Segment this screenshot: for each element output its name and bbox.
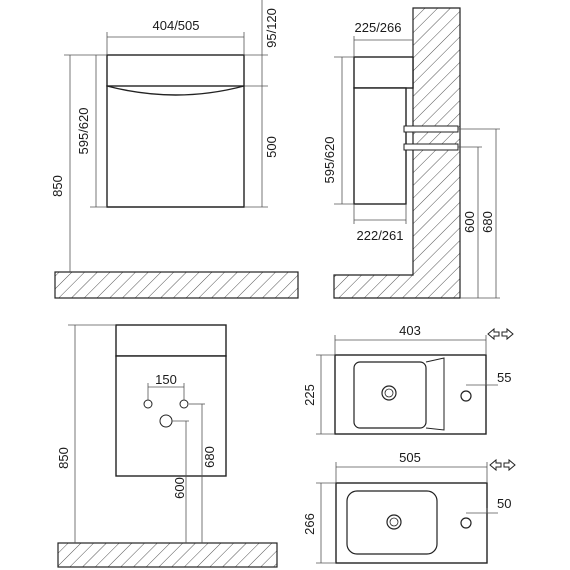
vanity-body-side: [353, 87, 407, 205]
floor-rear: [57, 542, 278, 568]
basin-small-depth-label: 225: [302, 384, 317, 406]
vanity-body-rear: [115, 355, 227, 477]
front-total-height-label: 850: [50, 175, 65, 197]
basin-small: 403 225 55: [302, 323, 514, 435]
floor-front: [54, 271, 299, 299]
double-arrow-icon: [489, 458, 516, 472]
mount-hole-right: [179, 399, 189, 409]
front-view: 404/505 95/120 500 595/620 850: [50, 0, 299, 299]
pipe-lower: [403, 143, 459, 151]
vanity-door-front: [106, 85, 245, 208]
basin-large-drain: [386, 514, 402, 530]
front-width-label: 404/505: [153, 18, 200, 33]
basin-small-ledge: [425, 357, 445, 431]
basin-large-depth-label: 266: [302, 513, 317, 535]
side-mount-600-label: 600: [462, 211, 477, 233]
basin-large-tap-offset-label: 50: [497, 496, 511, 511]
front-door-height-label: 500: [264, 136, 279, 158]
vanity-top-rear: [115, 324, 227, 357]
mount-hole-left: [143, 399, 153, 409]
basin-large: 505 266 50: [302, 450, 516, 564]
basin-small-tap-offset-label: 55: [497, 370, 511, 385]
side-mount-680-label: 680: [480, 211, 495, 233]
rear-hole-spacing-label: 150: [155, 372, 177, 387]
rear-view: 150 600 680 850: [56, 324, 278, 568]
basin-large-tap-hole: [460, 517, 472, 529]
side-view: 225/266 222/261 595/620 600 680: [322, 7, 500, 299]
basin-large-width-label: 505: [399, 450, 421, 465]
side-bottom-depth-label: 222/261: [357, 228, 404, 243]
wall-and-floor-side: [333, 7, 461, 299]
basin-small-drain: [381, 385, 397, 401]
double-arrow-icon: [487, 327, 514, 341]
basin-small-tap-hole: [460, 390, 472, 402]
basin-small-width-label: 403: [399, 323, 421, 338]
rear-total-height-label: 850: [56, 447, 71, 469]
front-top-height-label: 95/120: [264, 8, 279, 48]
vanity-top-side: [353, 56, 414, 89]
drain-hole: [159, 414, 173, 428]
rear-600-label: 600: [172, 477, 187, 499]
side-body-height-label: 595/620: [322, 137, 337, 184]
side-top-depth-label: 225/266: [355, 20, 402, 35]
front-body-height-label: 595/620: [76, 108, 91, 155]
rear-680-label: 680: [202, 446, 217, 468]
vanity-top-front: [106, 54, 245, 87]
pipe-upper: [403, 125, 459, 133]
